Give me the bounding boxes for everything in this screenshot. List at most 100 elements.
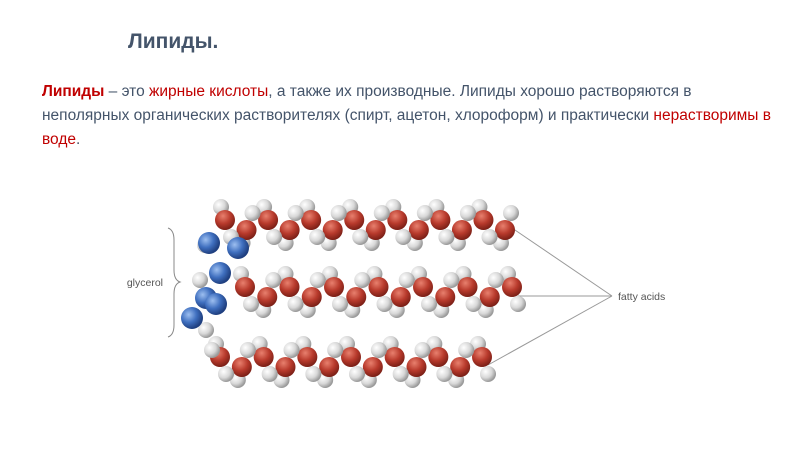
chain-bottom-carbon (253, 347, 274, 367)
glycerol-atom (205, 293, 227, 315)
chain-top-hydrogen (395, 229, 412, 245)
chain-top-hydrogen (373, 205, 390, 221)
chain-middle-carbon (257, 287, 278, 307)
glycerol-atom (227, 237, 249, 259)
chain-bottom-hydrogen (370, 342, 387, 358)
chain-middle-hydrogen (287, 296, 304, 312)
chain-bottom-hydrogen (283, 342, 300, 358)
chain-top-carbon (430, 210, 451, 230)
chain-middle-hydrogen (465, 296, 482, 312)
definition-paragraph: Липиды – это жирные кислоты, а также их … (42, 80, 782, 152)
chain-top-carbon (279, 220, 300, 240)
chain-top-carbon (495, 220, 515, 240)
chain-middle-hydrogen (421, 296, 437, 312)
chain-bottom-hydrogen (392, 366, 409, 382)
chain-bottom-hydrogen (480, 366, 496, 382)
chain-middle-hydrogen (487, 272, 504, 288)
chain-top-carbon (322, 220, 343, 240)
chain-middle-hydrogen (443, 272, 460, 288)
chain-middle-hydrogen (376, 296, 393, 312)
glycerol-atom (198, 232, 220, 254)
chain-top-carbon (301, 210, 322, 230)
pointer-line-top (511, 227, 613, 297)
chain-bottom-hydrogen (261, 366, 278, 382)
pointer-line-bottom (487, 295, 613, 366)
term-lipids: Липиды (42, 83, 105, 100)
chain-top-hydrogen (330, 205, 347, 221)
chain-middle-hydrogen (398, 272, 415, 288)
chain-bottom-carbon (341, 347, 361, 367)
chain-middle-carbon (413, 277, 433, 297)
chain-middle-carbon (368, 277, 389, 297)
chain-top-hydrogen (244, 205, 261, 221)
chain-middle-carbon (235, 277, 255, 297)
text-end: . (76, 131, 81, 148)
chain-bottom-hydrogen (218, 366, 234, 382)
text-dash: – это (104, 83, 150, 100)
slide-title: Липиды. (128, 30, 219, 53)
chain-bottom-carbon (472, 347, 492, 367)
chain-bottom-hydrogen (327, 342, 344, 358)
term-insoluble: нерастворимы в воде (42, 107, 771, 148)
chain-bottom-hydrogen (436, 366, 453, 382)
chain-top-carbon (451, 220, 472, 240)
triglyceride-molecule (181, 199, 526, 388)
chain-middle-carbon (502, 277, 522, 297)
chain-top-carbon (236, 220, 257, 240)
chain-top-carbon (258, 210, 279, 230)
glycerol-atom (181, 307, 203, 329)
glycerol-atom (209, 262, 231, 284)
chain-bottom-hydrogen (239, 342, 256, 358)
glycerol-hydrogen (192, 272, 208, 288)
glycerol-hydrogen (198, 322, 214, 338)
chain-middle-hydrogen (510, 296, 526, 312)
chain-middle-hydrogen (309, 272, 326, 288)
chain-top-hydrogen (438, 229, 455, 245)
chain-middle-hydrogen (332, 296, 348, 312)
chain-middle-carbon (346, 287, 367, 307)
chain-middle-carbon (301, 287, 322, 307)
chain-top-carbon (344, 210, 365, 230)
chain-bottom-carbon (362, 357, 383, 377)
chain-bottom-carbon (319, 357, 340, 377)
chain-middle-hydrogen (243, 296, 259, 312)
chain-middle-hydrogen (265, 272, 282, 288)
glycerol-label: glycerol (127, 277, 163, 289)
chain-bottom-carbon (428, 347, 449, 367)
chain-middle-carbon (457, 277, 478, 297)
glycerol-hydrogen (204, 342, 220, 358)
chain-bottom-carbon (384, 347, 405, 367)
chain-top-hydrogen (459, 205, 476, 221)
chain-bottom-carbon (275, 357, 296, 377)
chain-bottom-carbon (406, 357, 427, 377)
fatty-acids-label: fatty acids (618, 291, 665, 303)
term-fatty-acids: жирные кислоты (149, 83, 269, 100)
chain-top-hydrogen (309, 229, 326, 245)
chain-middle-carbon (390, 287, 411, 307)
chain-bottom-carbon (450, 357, 471, 377)
chain-bottom-hydrogen (305, 366, 322, 382)
chain-middle-carbon (279, 277, 300, 297)
chain-bottom-hydrogen (414, 342, 431, 358)
chain-top-carbon (215, 210, 235, 230)
text-body: , а также их производные. Липиды хорошо … (42, 83, 692, 124)
chain-top-hydrogen (287, 205, 304, 221)
chain-top-hydrogen (503, 205, 519, 221)
chain-top-hydrogen (266, 229, 283, 245)
glycerol-bracket (167, 227, 182, 338)
chain-bottom-hydrogen (458, 342, 475, 358)
chain-top-hydrogen (352, 229, 369, 245)
chain-bottom-carbon (231, 357, 252, 377)
chain-top-hydrogen (481, 229, 498, 245)
chain-top-carbon (387, 210, 408, 230)
chain-middle-carbon (435, 287, 456, 307)
chain-top-carbon (365, 220, 386, 240)
chain-top-hydrogen (416, 205, 433, 221)
chain-bottom-carbon (297, 347, 318, 367)
chain-middle-carbon (324, 277, 344, 297)
chain-middle-hydrogen (354, 272, 371, 288)
chain-top-carbon (473, 210, 494, 230)
chain-bottom-hydrogen (349, 366, 365, 382)
chain-top-carbon (408, 220, 429, 240)
